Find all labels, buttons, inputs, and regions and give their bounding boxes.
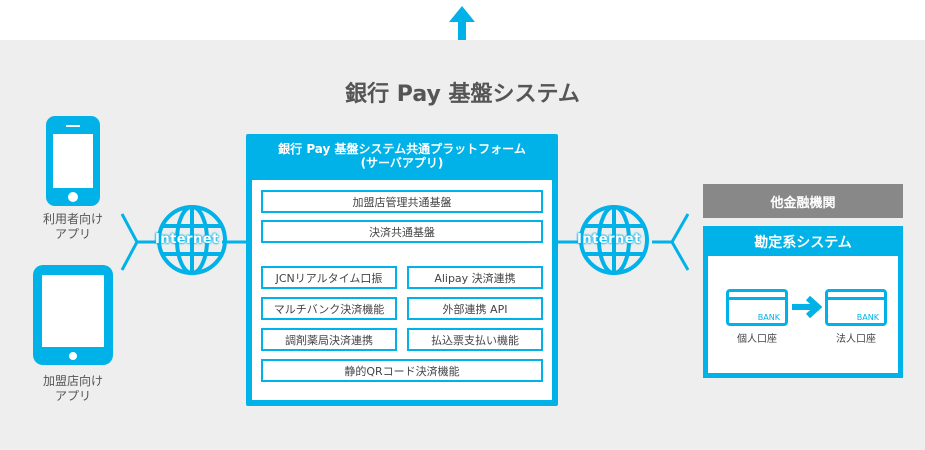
right-connector (558, 213, 690, 271)
core-system-title: 勘定系システム (754, 235, 852, 251)
merchant-app-label: 加盟店向け アプリ (25, 374, 121, 404)
platform-body: 加盟店管理共通基盤 決済共通基盤 JCNリアルタイム口振 Alipay 決済連携… (252, 180, 552, 400)
module-external-api: 外部連携 API (407, 297, 543, 320)
label-line: 利用者向け (42, 212, 103, 226)
bank-card-icon: BANK (726, 289, 788, 326)
corporate-account-label: 法人口座 (836, 334, 876, 345)
platform-title: 銀行 Pay 基盤システム共通プラットフォーム (サーバアプリ) (246, 142, 558, 170)
label-line: 加盟店向け (42, 374, 103, 388)
globe-icon (157, 205, 227, 275)
page-title: 銀行 Pay 基盤システム (345, 82, 580, 107)
smartphone-icon (46, 116, 100, 206)
bank-label: BANK (757, 313, 780, 322)
personal-account-label: 個人口座 (737, 334, 777, 345)
arrow-right-icon (792, 296, 822, 318)
module-pharmacy: 調剤薬局決済連携 (261, 328, 397, 351)
module-static-qr: 静的QRコード決済機能 (261, 359, 543, 382)
internet-label-left: Internet (155, 232, 219, 247)
label-line: アプリ (54, 389, 91, 403)
module-jcn-realtime: JCNリアルタイム口振 (261, 266, 397, 289)
up-arrow-icon (449, 6, 475, 50)
platform-title-line1: 銀行 Pay 基盤システム共通プラットフォーム (278, 142, 526, 156)
common-platform: 銀行 Pay 基盤システム共通プラットフォーム (サーバアプリ) 加盟店管理共通… (246, 134, 558, 406)
module-multibank: マルチバンク決済機能 (261, 297, 397, 320)
internet-label-right: Internet (577, 232, 641, 247)
tablet-icon (33, 265, 113, 365)
module-merchant-management: 加盟店管理共通基盤 (261, 190, 543, 213)
module-alipay: Alipay 決済連携 (407, 266, 543, 289)
platform-title-line2: (サーバアプリ) (360, 156, 444, 170)
module-payment-slip: 払込票支払い機能 (407, 328, 543, 351)
bank-card-icon: BANK (825, 289, 887, 326)
bank-label: BANK (856, 313, 879, 322)
label-line: アプリ (54, 227, 91, 241)
globe-icon (579, 205, 649, 275)
core-banking-system: 勘定系システム BANK BANK 個人口座 法人口座 (703, 226, 903, 378)
user-app-label: 利用者向け アプリ (25, 212, 121, 242)
module-payment-base: 決済共通基盤 (261, 220, 543, 243)
core-system-body: BANK BANK 個人口座 法人口座 (708, 256, 898, 373)
other-financial-institution: 他金融機関 (703, 184, 903, 218)
